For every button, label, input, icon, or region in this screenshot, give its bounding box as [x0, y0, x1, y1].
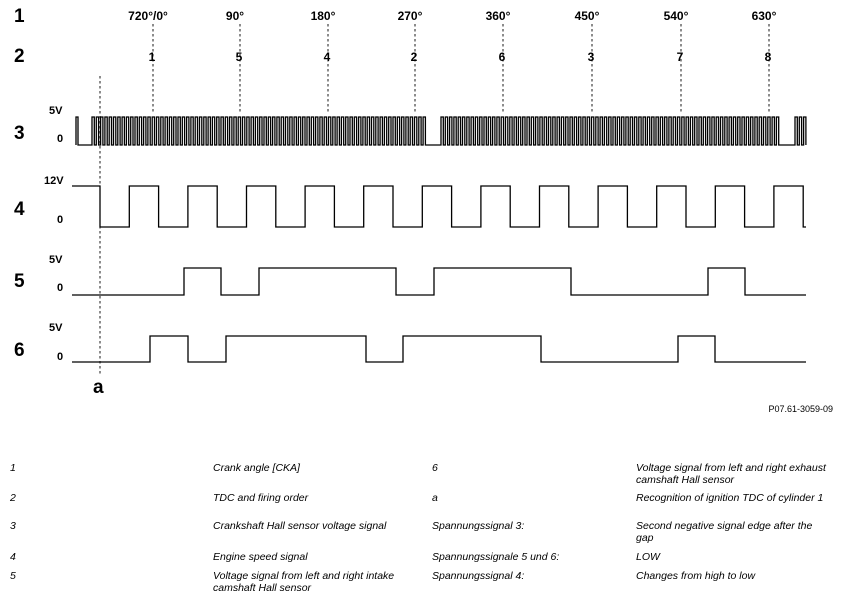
legend-key: 4: [10, 551, 16, 563]
engine-speed-signal-trace: [72, 185, 806, 228]
legend-text: Changes from high to low: [636, 570, 756, 582]
crank-angle-label: 360°: [486, 9, 511, 23]
row-label: 5: [14, 271, 25, 292]
firing-order-label: 5: [236, 50, 243, 64]
voltage-label: 0: [57, 214, 63, 226]
firing-order-label: 2: [411, 50, 418, 64]
legend-key: 6: [432, 462, 438, 474]
intake-camshaft-signal-trace: [72, 267, 806, 296]
crank-angle-label: 720°/0°: [128, 9, 168, 23]
voltage-label: 0: [57, 351, 63, 363]
crankshaft-hall-signal-trace: [75, 116, 807, 146]
row-label: 1: [14, 6, 25, 27]
crank-angle-label: 180°: [311, 9, 336, 23]
voltage-label: 12V: [44, 175, 64, 187]
firing-order-label: 6: [499, 50, 506, 64]
firing-order-label: 4: [324, 50, 331, 64]
legend-key: 5: [10, 570, 16, 582]
crank-angle-label: 90°: [226, 9, 244, 23]
legend-text: Voltage signal from left and right exhau…: [636, 462, 826, 486]
legend-text: Engine speed signal: [213, 551, 308, 563]
legend-key: Spannungssignale 5 und 6:: [432, 551, 560, 563]
voltage-label: 5V: [49, 105, 63, 117]
legend-key: a: [432, 492, 438, 504]
crank-angle-label: 630°: [752, 9, 777, 23]
legend-key: Spannungssignal 3:: [432, 520, 525, 532]
legend-text: Second negative signal edge after the ga…: [636, 520, 813, 544]
firing-order-label: 1: [149, 50, 156, 64]
row-label: 2: [14, 46, 25, 67]
legend-text: Crankshaft Hall sensor voltage signal: [213, 520, 387, 532]
firing-order-label: 7: [677, 50, 684, 64]
firing-order-label: 8: [765, 50, 772, 64]
legend: 1 Crank angle [CKA] 2 TDC and firing order 3…: [0, 452, 842, 600]
voltage-label: 5V: [49, 254, 63, 266]
legend-text: Crank angle [CKA]: [213, 462, 300, 474]
legend-key: 2: [10, 492, 16, 504]
row-label: 6: [14, 340, 25, 361]
legend-text: Voltage signal from left and right intak…: [213, 570, 395, 594]
row-label: 3: [14, 123, 25, 144]
figure-reference: P07.61-3059-09: [768, 404, 833, 414]
legend-key: 1: [10, 462, 16, 474]
voltage-label: 5V: [49, 322, 63, 334]
voltage-label: 0: [57, 133, 63, 145]
firing-order-label: 3: [588, 50, 595, 64]
exhaust-camshaft-signal-trace: [72, 335, 806, 363]
legend-text: Recognition of ignition TDC of cylinder …: [636, 492, 824, 504]
legend-key: 3: [10, 520, 16, 532]
crank-angle-label: 450°: [575, 9, 600, 23]
voltage-label: 0: [57, 282, 63, 294]
legend-text: LOW: [636, 551, 660, 563]
row-label: 4: [14, 199, 25, 220]
legend-key: Spannungssignal 4:: [432, 570, 525, 582]
crank-angle-label: 540°: [664, 9, 689, 23]
marker-a-label: a: [93, 377, 104, 398]
legend-text: TDC and firing order: [213, 492, 309, 504]
crank-angle-label: 270°: [398, 9, 423, 23]
